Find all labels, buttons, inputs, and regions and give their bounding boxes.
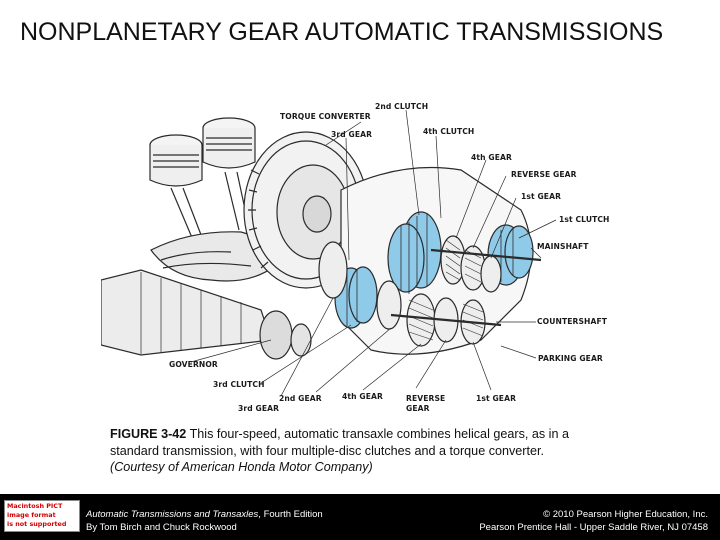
label-2nd-gear: 2nd GEAR (279, 394, 322, 403)
clutch-packs (334, 211, 534, 329)
label-2nd-clutch: 2nd CLUTCH (375, 102, 429, 111)
label-reverse-gear-bottom-line2: GEAR (406, 404, 430, 413)
label-1st-gear-top: 1st GEAR (521, 192, 562, 201)
gear-set (318, 235, 502, 347)
label-4th-clutch: 4th CLUTCH (423, 127, 475, 136)
label-1st-clutch: 1st CLUTCH (559, 215, 610, 224)
caption-text: This four-speed, automatic transaxle com… (110, 427, 569, 458)
label-parking-gear: PARKING GEAR (538, 354, 603, 363)
figure-number: FIGURE 3-42 (110, 427, 187, 441)
leader-lines (190, 109, 557, 397)
transaxle-cutaway-figure: TORQUE CONVERTER 2nd CLUTCH 3rd GEAR 4th… (100, 100, 611, 418)
badge-line-2: image format (7, 511, 56, 519)
label-torque-converter: TORQUE CONVERTER (280, 112, 371, 121)
label-3rd-gear-top: 3rd GEAR (331, 130, 373, 139)
label-reverse-gear-bottom-line1: REVERSE (406, 394, 446, 403)
label-3rd-clutch: 3rd CLUTCH (213, 380, 265, 389)
footer-book-info: Automatic Transmissions and Transaxles, … (86, 508, 323, 534)
unsupported-image-placeholder: Macintosh PICT image format is not suppo… (4, 500, 80, 532)
label-governor: GOVERNOR (169, 360, 218, 369)
label-4th-gear-bottom: 4th GEAR (342, 392, 383, 401)
countershaft-line (390, 313, 502, 327)
caption-credit: (Courtesy of American Honda Motor Compan… (110, 460, 373, 474)
figure-caption: FIGURE 3-42 This four-speed, automatic t… (110, 426, 620, 476)
piston-left (149, 134, 203, 187)
label-reverse-gear-top: REVERSE GEAR (511, 170, 577, 179)
label-3rd-gear-bottom: 3rd GEAR (238, 404, 280, 413)
mainshaft-line (430, 248, 542, 262)
badge-line-1: Macintosh PICT (7, 502, 63, 510)
book-edition: , Fourth Edition (258, 509, 323, 520)
slide-title: NONPLANETARY GEAR AUTOMATIC TRANSMISSION… (20, 18, 664, 46)
label-countershaft: COUNTERSHAFT (537, 317, 608, 326)
slide-footer: Macintosh PICT image format is not suppo… (0, 494, 720, 540)
badge-line-3: is not supported (7, 520, 67, 528)
footer-publisher-info: © 2010 Pearson Higher Education, Inc. Pe… (479, 508, 708, 534)
publisher-text: Pearson Prentice Hall - Upper Saddle Riv… (479, 522, 708, 533)
label-4th-gear-top: 4th GEAR (471, 153, 512, 162)
label-mainshaft: MAINSHAFT (537, 242, 589, 251)
book-authors: By Tom Birch and Chuck Rockwood (86, 522, 237, 533)
copyright-text: © 2010 Pearson Higher Education, Inc. (543, 509, 708, 520)
transaxle-illustration (100, 109, 557, 397)
piston-right (202, 117, 256, 169)
book-title: Automatic Transmissions and Transaxles (86, 509, 259, 520)
label-1st-gear-bottom: 1st GEAR (476, 394, 517, 403)
